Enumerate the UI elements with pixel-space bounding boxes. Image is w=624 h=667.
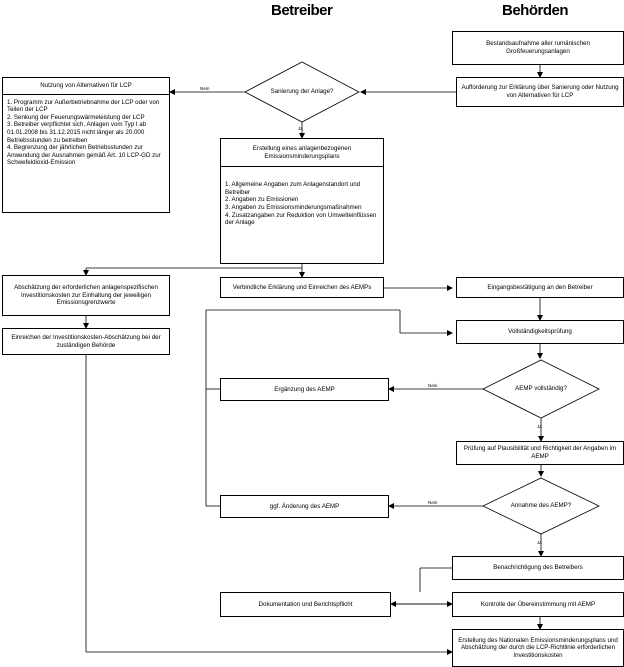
label-no: Nein bbox=[428, 500, 438, 505]
label-no: Nein bbox=[200, 86, 210, 91]
label-yes: Ja bbox=[537, 540, 542, 545]
decision-complete-label: AEMP vollständig? bbox=[515, 385, 567, 392]
box-receipt: Eingangsbestätigung an den Betreiber bbox=[456, 277, 624, 298]
box-control: Kontrolle der Übereinstimmung mit AEMP bbox=[452, 592, 624, 617]
list-item: 1. Programm zur Außerbetriebnahme der LC… bbox=[7, 98, 160, 114]
plan-title: Erstellung eines anlagenbezogenen Emissi… bbox=[221, 139, 383, 168]
list-item: 4. Begrenzung der jährlichen Betriebsstu… bbox=[7, 144, 161, 167]
box-submit-estimate: Einreichen der Investitionskosten-Abschä… bbox=[2, 328, 170, 355]
alternatives-list: 1. Programm zur Außerbetriebnahme der LC… bbox=[3, 95, 169, 167]
box-request: Aufforderung zur Erklärung über Sanierun… bbox=[456, 77, 624, 107]
alternatives-title: Nutzung von Alternativen für LCP bbox=[3, 78, 169, 95]
box-inventory: Bestandsaufnahme aller rumänischen Großf… bbox=[452, 31, 624, 65]
box-alternatives: Nutzung von Alternativen für LCP 1. Prog… bbox=[2, 77, 170, 213]
label-yes: Ja bbox=[298, 126, 303, 131]
list-item: 3. Angaben zu Emissionsminderungsmaßnahm… bbox=[225, 203, 362, 211]
box-plausibility: Prüfung auf Plausibilität und Richtigkei… bbox=[456, 441, 624, 465]
column-title-authorities: Behörden bbox=[502, 2, 569, 19]
list-item: 3. Betreiber verpflichtet sich, Anlagen … bbox=[7, 121, 147, 144]
box-binding-declaration: Verbindliche Erklärung und Einreichen de… bbox=[220, 277, 384, 298]
box-supplement: Ergänzung des AEMP bbox=[220, 378, 389, 401]
list-item: 2. Senkung der Feuerungswärmeleistung de… bbox=[7, 113, 145, 121]
decision-rehab-label: Sanierung der Anlage? bbox=[270, 88, 334, 95]
list-item: 2. Angaben zu Emissionen bbox=[225, 196, 299, 204]
list-item: 4. Zusatzangaben zur Reduktion von Umwel… bbox=[225, 211, 377, 227]
box-documentation: Dokumentation und Berichtspflicht bbox=[220, 592, 391, 617]
decision-accept-label: Annahme des AEMP? bbox=[510, 502, 572, 509]
box-national-plan: Erstellung des Nationalen Emissionsminde… bbox=[452, 629, 624, 667]
box-notify: Benachrichtigung des Betreibers bbox=[452, 556, 624, 580]
column-title-operator: Betreiber bbox=[271, 2, 333, 19]
label-yes: Ja bbox=[537, 424, 542, 429]
plan-list: 1. Allgemeine Angaben zum Anlagenstandor… bbox=[221, 167, 383, 227]
box-emission-plan: Erstellung eines anlagenbezogenen Emissi… bbox=[220, 138, 384, 264]
label-no: Nein bbox=[428, 383, 438, 388]
box-change: ggf. Änderung des AEMP bbox=[220, 495, 389, 518]
list-item: 1. Allgemeine Angaben zum Anlagenstandor… bbox=[225, 181, 361, 196]
box-completeness: Vollständigkeitsprüfung bbox=[456, 320, 624, 344]
box-estimate: Abschätzung der erforderlichen anlagensp… bbox=[2, 275, 170, 316]
